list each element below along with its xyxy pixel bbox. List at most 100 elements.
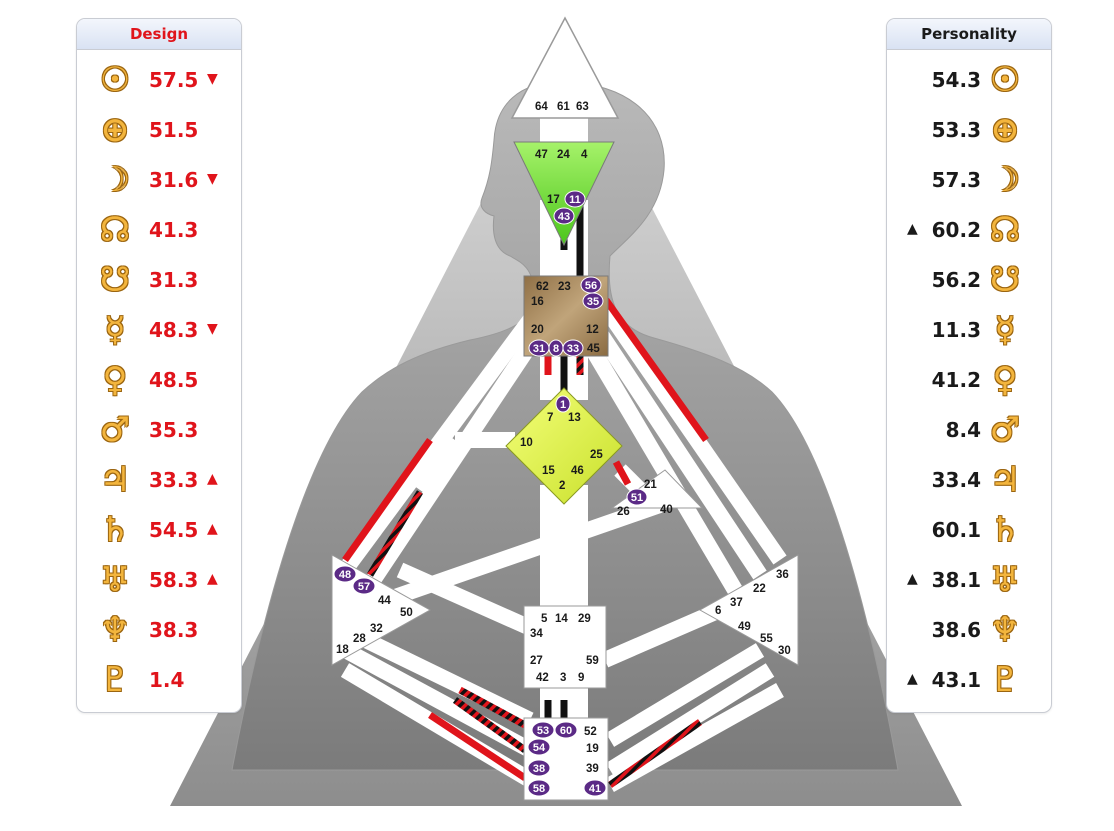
svg-text:41: 41 (589, 783, 601, 795)
gate-48: 48 (333, 565, 357, 583)
gate-60: 60 (554, 721, 578, 739)
triangle-up-icon: ▲ (907, 671, 918, 687)
design-row-neptune: ♆ 38.3 (77, 605, 241, 655)
sun-value: 54.3 (931, 68, 981, 92)
personality-row-pluto: ♇43.1▲ (887, 655, 1051, 705)
gate-1: 1 (555, 395, 571, 413)
gate-10: 10 (520, 437, 533, 449)
gate-9: 9 (578, 672, 584, 684)
triangle-up-icon: ▲ (207, 521, 218, 537)
svg-text:31: 31 (533, 343, 545, 355)
personality-row-moon: ☽57.3 (887, 155, 1051, 205)
gate-39: 39 (586, 763, 599, 775)
ajna-center (513, 141, 615, 247)
gate-14: 14 (555, 613, 568, 625)
gate-25: 25 (590, 449, 603, 461)
svg-text:8: 8 (553, 343, 559, 355)
svg-text:48: 48 (339, 569, 351, 581)
mars-value: 35.3 (149, 418, 199, 442)
venus-icon: ♀ (102, 360, 128, 400)
design-row-moon: ☽31.6▼ (77, 155, 241, 205)
gate-26: 26 (617, 506, 630, 518)
gate-64: 64 (535, 101, 548, 113)
gate-31: 31 (528, 339, 550, 357)
personality-row-north-node: ☊60.2▲ (887, 205, 1051, 255)
gate-30: 30 (778, 645, 791, 657)
gate-33: 33 (562, 339, 584, 357)
gate-12: 12 (586, 324, 599, 336)
personality-row-saturn: ♄60.1 (887, 505, 1051, 555)
personality-row-venus: ♀41.2 (887, 355, 1051, 405)
uranus-icon: ♅ (989, 560, 1021, 600)
svg-text:54: 54 (533, 742, 546, 754)
svg-text:56: 56 (585, 280, 597, 292)
south-node-value: 31.3 (149, 268, 199, 292)
venus-value: 41.2 (931, 368, 981, 392)
design-row-south-node: ☋ 31.3 (77, 255, 241, 305)
gate-19: 19 (586, 743, 599, 755)
gate-61: 61 (557, 101, 570, 113)
triangle-down-icon: ▼ (207, 321, 218, 337)
uranus-value: 38.1 (931, 568, 981, 592)
gate-53: 53 (531, 721, 555, 739)
svg-text:53: 53 (537, 725, 549, 737)
design-row-jupiter: ♃33.3▲ (77, 455, 241, 505)
jupiter-icon: ♃ (989, 460, 1021, 500)
gate-34: 34 (530, 628, 543, 640)
design-row-mars: ♂35.3 (77, 405, 241, 455)
triangle-up-icon: ▲ (207, 571, 218, 587)
gate-11: 11 (564, 190, 586, 208)
svg-text:38: 38 (533, 763, 545, 775)
south-node-value: 56.2 (931, 268, 981, 292)
gate-49: 49 (738, 621, 751, 633)
sun-value: 57.5 (149, 68, 199, 92)
personality-row-south-node: ☋56.2 (887, 255, 1051, 305)
gate-17: 17 (547, 194, 560, 206)
north-node-value: 41.3 (149, 218, 199, 242)
neptune-value: 38.3 (149, 618, 199, 642)
design-row-mercury: ☿48.3▼ (77, 305, 241, 355)
gate-54: 54 (527, 738, 551, 756)
design-row-pluto: ♇ 1.4 (77, 655, 241, 705)
gate-3: 3 (560, 672, 566, 684)
gate-24: 24 (557, 149, 570, 161)
gate-46: 46 (571, 465, 584, 477)
saturn-value: 54.5 (149, 518, 199, 542)
pluto-value: 1.4 (149, 668, 185, 692)
gate-4: 4 (581, 149, 588, 161)
uranus-value: 58.3 (149, 568, 199, 592)
triangle-up-icon: ▲ (207, 471, 218, 487)
earth-value: 53.3 (931, 118, 981, 142)
personality-row-sun: ☉54.3 (887, 55, 1051, 105)
jupiter-value: 33.3 (149, 468, 199, 492)
design-row-uranus: ♅58.3▲ (77, 555, 241, 605)
personality-title: Personality (887, 19, 1051, 50)
svg-text:35: 35 (587, 296, 599, 308)
pluto-icon: ♇ (99, 660, 131, 700)
design-row-earth: ⊕51.5 (77, 105, 241, 155)
gate-22: 22 (753, 583, 766, 595)
gate-59: 59 (586, 655, 599, 667)
gate-15: 15 (542, 465, 555, 477)
gate-58: 58 (527, 779, 551, 797)
gate-50: 50 (400, 607, 413, 619)
design-row-sun: ☉57.5▼ (77, 55, 241, 105)
mercury-value: 48.3 (149, 318, 199, 342)
north-node-icon: ☊ (99, 210, 131, 250)
gate-63: 63 (576, 101, 589, 113)
gate-62: 62 (536, 281, 549, 293)
triangle-down-icon: ▼ (207, 171, 218, 187)
south-node-icon: ☋ (99, 260, 131, 300)
design-row-saturn: ♄54.5▲ (77, 505, 241, 555)
gate-51: 51 (626, 488, 648, 506)
gate-42: 42 (536, 672, 549, 684)
g-center (505, 387, 623, 505)
neptune-icon: ♆ (99, 610, 131, 650)
north-node-icon: ☊ (989, 210, 1021, 250)
moon-value: 57.3 (931, 168, 981, 192)
head-center (510, 16, 620, 119)
personality-row-jupiter: ♃33.4 (887, 455, 1051, 505)
design-row-venus: ♀48.5 (77, 355, 241, 405)
gate-20: 20 (531, 324, 544, 336)
